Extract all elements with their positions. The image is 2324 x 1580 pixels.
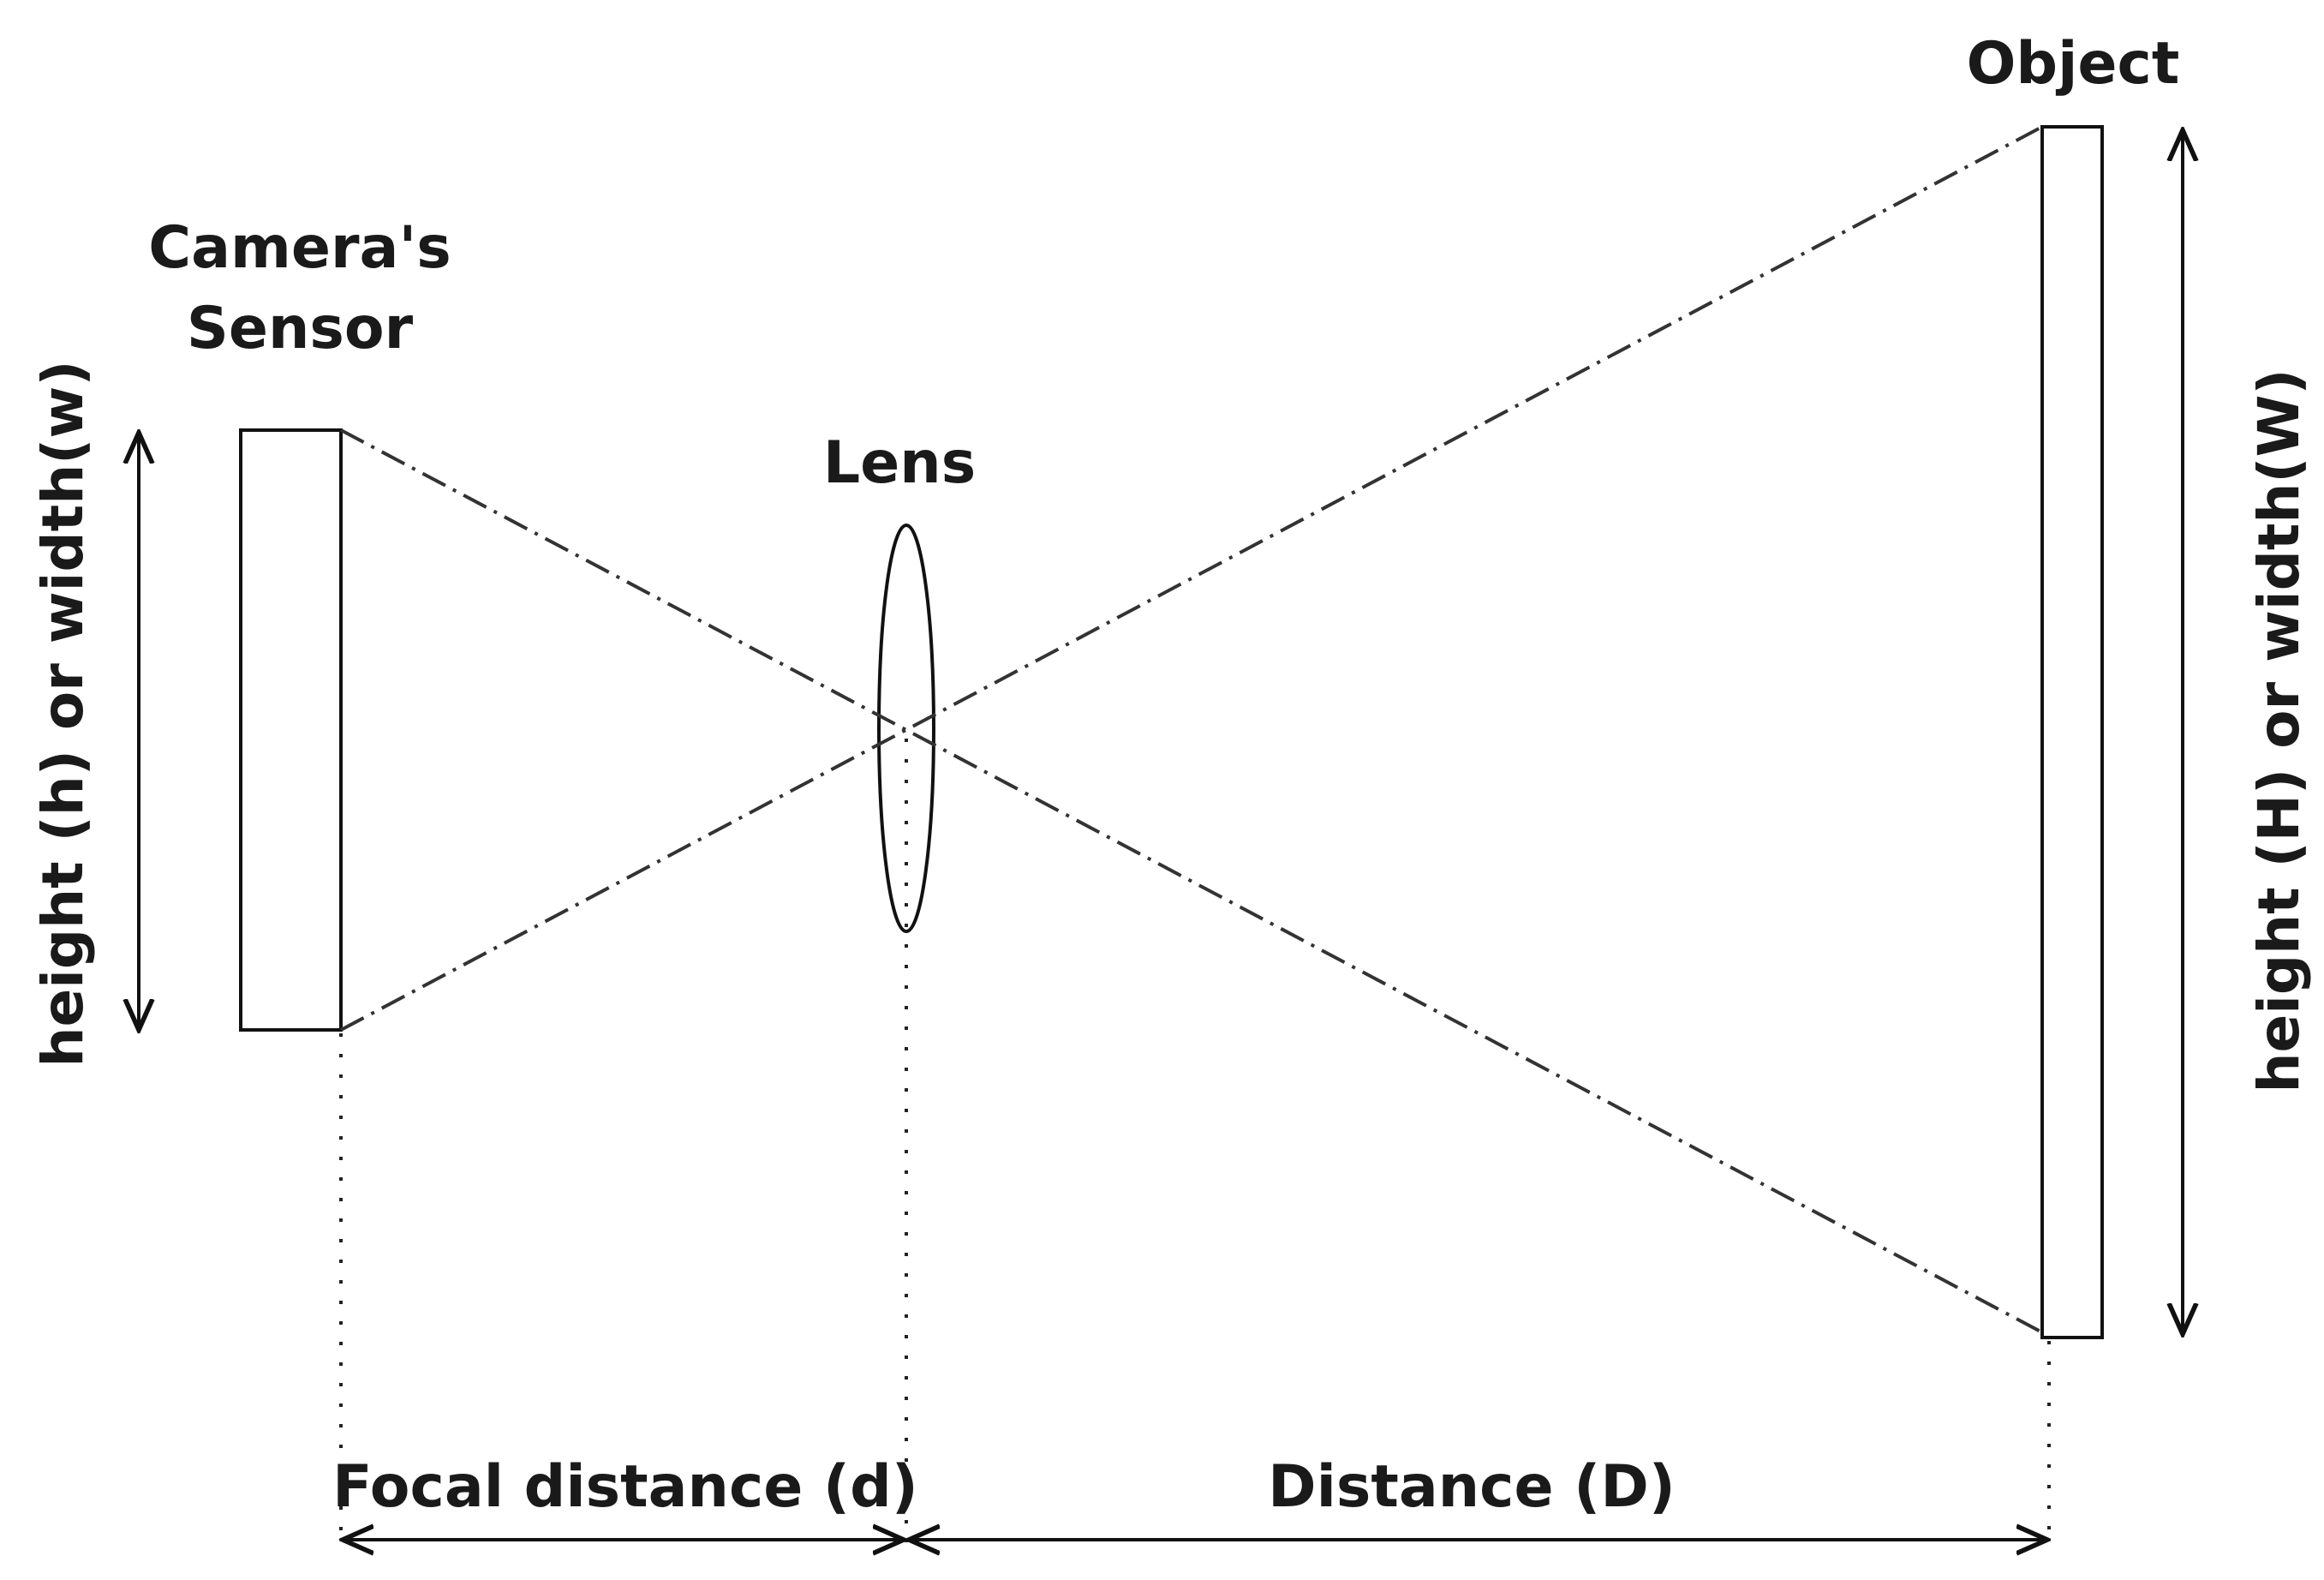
ray-sensor-bottom-to-object-top xyxy=(340,125,2043,1032)
lens-shape xyxy=(877,524,935,933)
distance-label: Distance (D) xyxy=(1268,1453,1676,1521)
ray-sensor-top-to-object-bottom xyxy=(340,428,2043,1334)
camera-sensor xyxy=(239,428,343,1032)
focal-distance-label: Focal distance (d) xyxy=(332,1453,918,1521)
sensor-label-line2: Sensor xyxy=(187,295,414,362)
sensor-dimension-label: height (h) or width(w) xyxy=(30,361,96,1068)
object-plane xyxy=(2040,125,2104,1339)
object-dimension-label: height (H) or width(W) xyxy=(2246,368,2312,1092)
lens-label: Lens xyxy=(823,429,976,497)
object-label: Object xyxy=(1967,30,2180,98)
sensor-label-line1: Camera's xyxy=(148,214,451,282)
